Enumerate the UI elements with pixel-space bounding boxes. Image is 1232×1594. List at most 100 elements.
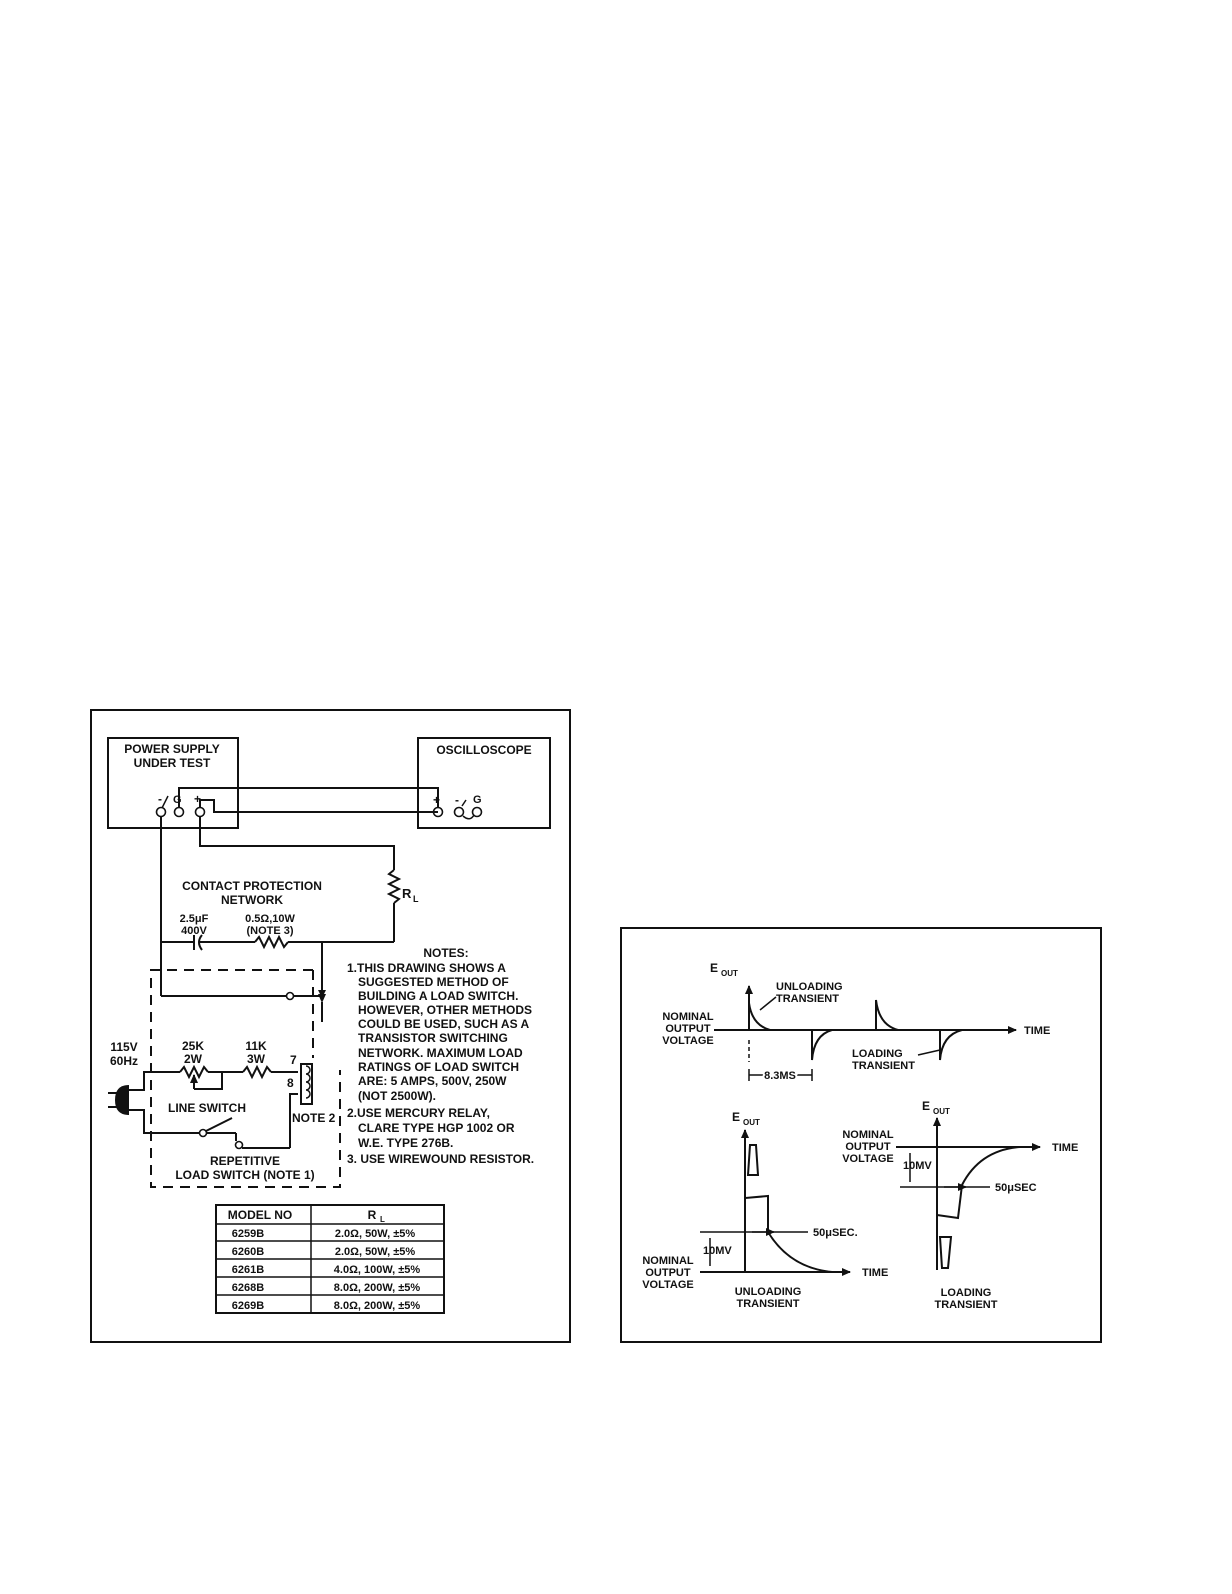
- power-plug: [108, 1085, 129, 1115]
- repetitive-label-2: LOAD SWITCH (NOTE 1): [175, 1168, 314, 1182]
- loading-time-label: TIME: [1052, 1142, 1078, 1154]
- rl-resistor: [386, 869, 402, 904]
- table-cell-rl: 2.0Ω, 50W, ±5%: [335, 1246, 416, 1258]
- left-panel-border: [90, 709, 571, 1343]
- osc-plus-label: +: [433, 793, 440, 807]
- note-line: W.E. TYPE 276B.: [358, 1136, 453, 1150]
- table-cell-model: 6261B: [232, 1264, 264, 1276]
- table-cell-model: 6260B: [232, 1246, 264, 1258]
- wire-plus-to-rl: [199, 817, 395, 870]
- top-unloading-label-1: UNLOADING: [776, 981, 843, 993]
- note-line: RATINGS OF LOAD SWITCH: [358, 1060, 519, 1074]
- top-unloading-label-2: TRANSIENT: [776, 993, 839, 1005]
- note-line: 3. USE WIREWOUND RESISTOR.: [347, 1152, 534, 1166]
- relay-pin-7: 7: [290, 1053, 297, 1067]
- top-loading-label-2: TRANSIENT: [852, 1060, 915, 1072]
- note-line: TRANSISTOR SWITCHING: [358, 1031, 508, 1045]
- top-eout-label: E: [710, 961, 718, 975]
- loading-nominal-label-3: VOLTAGE: [842, 1153, 894, 1165]
- table-cell-rl: 4.0Ω, 100W, ±5%: [334, 1264, 421, 1276]
- ps-plus-terminal: [194, 806, 206, 818]
- line-switch-contact-1: [198, 1128, 208, 1138]
- note-line: HOWEVER, OTHER METHODS: [358, 1003, 532, 1017]
- protection-resistor: [254, 934, 289, 950]
- loading-spike-bottom: [938, 1236, 953, 1269]
- load-switch-enclosure: [150, 969, 341, 1188]
- top-period-label: 8.3MS: [764, 1070, 796, 1082]
- loading-nominal-label-1: NOMINAL: [842, 1129, 894, 1141]
- table-cell-model: 6269B: [232, 1300, 264, 1312]
- relay-contact: [285, 991, 295, 1001]
- rl-label: R: [402, 886, 412, 901]
- supply-frequency: 60Hz: [110, 1054, 138, 1068]
- note-line: NETWORK. MAXIMUM LOAD: [358, 1046, 523, 1060]
- contact-protection-label-2: NETWORK: [221, 893, 283, 907]
- power-supply-box: POWER SUPPLY UNDER TEST - G +: [107, 737, 239, 829]
- resistor-11k-value: 11K: [245, 1039, 267, 1053]
- loading-caption-2: TRANSIENT: [935, 1299, 998, 1311]
- resistor-11k-wattage: 3W: [247, 1052, 266, 1066]
- table-header-model: MODEL NO: [228, 1208, 292, 1222]
- unloading-nominal-label-1: NOMINAL: [642, 1255, 694, 1267]
- unloading-spike-top: [746, 1144, 760, 1176]
- note-line: COULD BE USED, SUCH AS A: [358, 1017, 529, 1031]
- note-2-label: NOTE 2: [292, 1111, 336, 1125]
- line-switch-label: LINE SWITCH: [168, 1101, 246, 1115]
- pot-wattage: 2W: [184, 1052, 203, 1066]
- unloading-nominal-label-2: OUTPUT: [645, 1267, 691, 1279]
- notes-block: NOTES: 1.THIS DRAWING SHOWS A SUGGESTED …: [347, 946, 534, 1166]
- loading-time-scale: 50μSEC: [995, 1182, 1037, 1194]
- note-line: (NOT 2500W).: [358, 1089, 436, 1103]
- unloading-decay-trace: [744, 1194, 833, 1273]
- note-line: CLARE TYPE HGP 1002 OR: [358, 1121, 515, 1135]
- power-supply-label-2: UNDER TEST: [134, 756, 211, 770]
- table-cell-rl: 8.0Ω, 200W, ±5%: [334, 1282, 421, 1294]
- wire-plus-to-scope: [199, 799, 438, 813]
- supply-voltage: 115V: [110, 1040, 137, 1054]
- top-time-label: TIME: [1024, 1025, 1050, 1037]
- unloading-time-scale: 50μSEC.: [813, 1227, 858, 1239]
- osc-minus-label: -: [455, 793, 459, 807]
- note-line: 2.USE MERCURY RELAY,: [347, 1106, 490, 1120]
- unloading-eout-label: E: [732, 1110, 740, 1124]
- loading-dip-trace: [936, 1146, 1021, 1220]
- right-panel-border: [620, 927, 1102, 1343]
- loading-eout-sub: OUT: [933, 1107, 950, 1116]
- loading-nominal-label-2: OUTPUT: [845, 1141, 891, 1153]
- top-loading-label-1: LOADING: [852, 1048, 903, 1060]
- osc-g-terminal: [471, 806, 483, 818]
- table-cell-model: 6259B: [232, 1228, 264, 1240]
- unloading-eout-sub: OUT: [743, 1118, 760, 1127]
- table-cell-model: 6268B: [232, 1282, 264, 1294]
- unloading-caption-1: UNLOADING: [735, 1286, 802, 1298]
- resistor-note: (NOTE 3): [246, 925, 293, 937]
- resistor-value: 0.5Ω,10W: [245, 913, 295, 925]
- top-nominal-label-3: VOLTAGE: [662, 1035, 714, 1047]
- table-cell-rl: 8.0Ω, 200W, ±5%: [334, 1300, 421, 1312]
- top-nominal-label-1: NOMINAL: [662, 1011, 714, 1023]
- osc-g-label: G: [473, 794, 482, 806]
- note-line: BUILDING A LOAD SWITCH.: [358, 989, 518, 1003]
- unloading-mv-scale: 10MV: [703, 1245, 732, 1257]
- oscilloscope-box: OSCILLOSCOPE + - G: [417, 737, 551, 829]
- ps-g-label: G: [173, 794, 182, 806]
- ps-g-terminal: [173, 806, 185, 818]
- loading-mv-scale: 10MV: [903, 1160, 932, 1172]
- pot-value: 25K: [182, 1039, 204, 1053]
- rl-sub: L: [413, 894, 419, 904]
- oscilloscope-label: OSCILLOSCOPE: [436, 743, 531, 757]
- loading-eout-label: E: [922, 1099, 930, 1113]
- unloading-nominal-label-3: VOLTAGE: [642, 1279, 694, 1291]
- contact-protection-label-1: CONTACT PROTECTION: [182, 879, 322, 893]
- model-table: MODEL NO R L 6259B 2.0Ω, 50W, ±5% 6260B …: [215, 1204, 445, 1314]
- top-waveform: E OUT UNLOADING TRANSIENT NOMINAL OUTPUT…: [662, 961, 1050, 1084]
- top-nominal-label-2: OUTPUT: [665, 1023, 711, 1035]
- wire-g-to-scope: [178, 787, 439, 807]
- notes-title: NOTES:: [423, 946, 468, 960]
- note-line: ARE: 5 AMPS, 500V, 250W: [358, 1074, 507, 1088]
- line-switch-blade: [205, 1117, 233, 1132]
- line-switch-contact-2: [234, 1140, 244, 1150]
- ps-minus-terminal: [155, 806, 167, 818]
- ps-plus-label: +: [194, 792, 201, 806]
- resistor-11k: [242, 1064, 272, 1080]
